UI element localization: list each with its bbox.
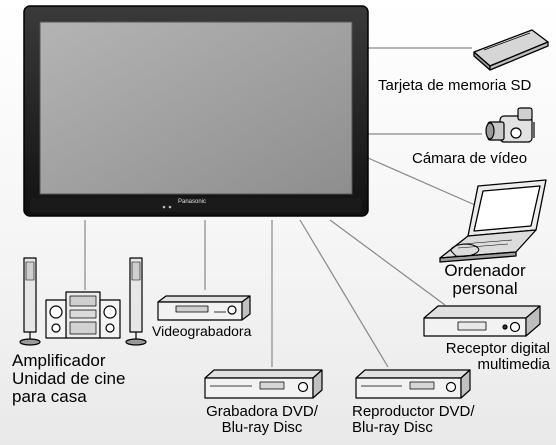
label-amplifier-line1: Amplificador <box>12 351 106 370</box>
label-amplifier-line3: para casa <box>12 387 87 406</box>
label-dvd-recorder-line2: Blu-ray Disc <box>221 419 303 436</box>
connection-lines <box>84 47 482 368</box>
label-vcr: Videograbadora <box>152 323 252 339</box>
label-dvd-player-line2: Blu-ray Disc <box>352 419 433 436</box>
line-media-receiver <box>329 219 446 306</box>
label-dvd-player-line1: Reproductor DVD/ <box>352 403 475 420</box>
label-media-receiver: Receptor digital multimedia <box>400 341 550 373</box>
label-amplifier: Amplificador Unidad de cine para casa <box>12 352 125 406</box>
label-sd-card: Tarjeta de memoria SD <box>378 77 532 94</box>
label-dvd-recorder: Grabadora DVD/ Blu-ray Disc <box>196 404 328 436</box>
label-amplifier-line2: Unidad de cine <box>12 369 126 388</box>
label-media-receiver-line1: Receptor digital <box>445 340 550 357</box>
tv-brand-logo: Panasonic <box>178 199 207 205</box>
label-pc: Ordenador personal <box>430 262 540 298</box>
dvd-recorder-icon <box>204 369 323 399</box>
label-media-receiver-line2: multimedia <box>477 356 550 373</box>
dvd-player-icon <box>355 369 471 399</box>
media-receiver-icon <box>423 305 541 337</box>
camcorder-icon <box>485 107 535 143</box>
label-pc-line2: personal <box>452 279 518 298</box>
vcr-icon <box>157 295 251 321</box>
line-pc <box>367 157 476 206</box>
line-dvd-player <box>299 219 389 368</box>
laptop-icon <box>439 179 547 263</box>
label-camcorder: Cámara de vídeo <box>412 150 528 167</box>
tv-icon <box>23 5 369 217</box>
label-dvd-recorder-line1: Grabadora DVD/ <box>206 403 318 420</box>
label-dvd-player: Reproductor DVD/ Blu-ray Disc <box>352 404 475 436</box>
sd-card-icon <box>473 29 549 71</box>
home-theater-icon <box>19 257 147 346</box>
label-pc-line1: Ordenador <box>444 261 526 280</box>
